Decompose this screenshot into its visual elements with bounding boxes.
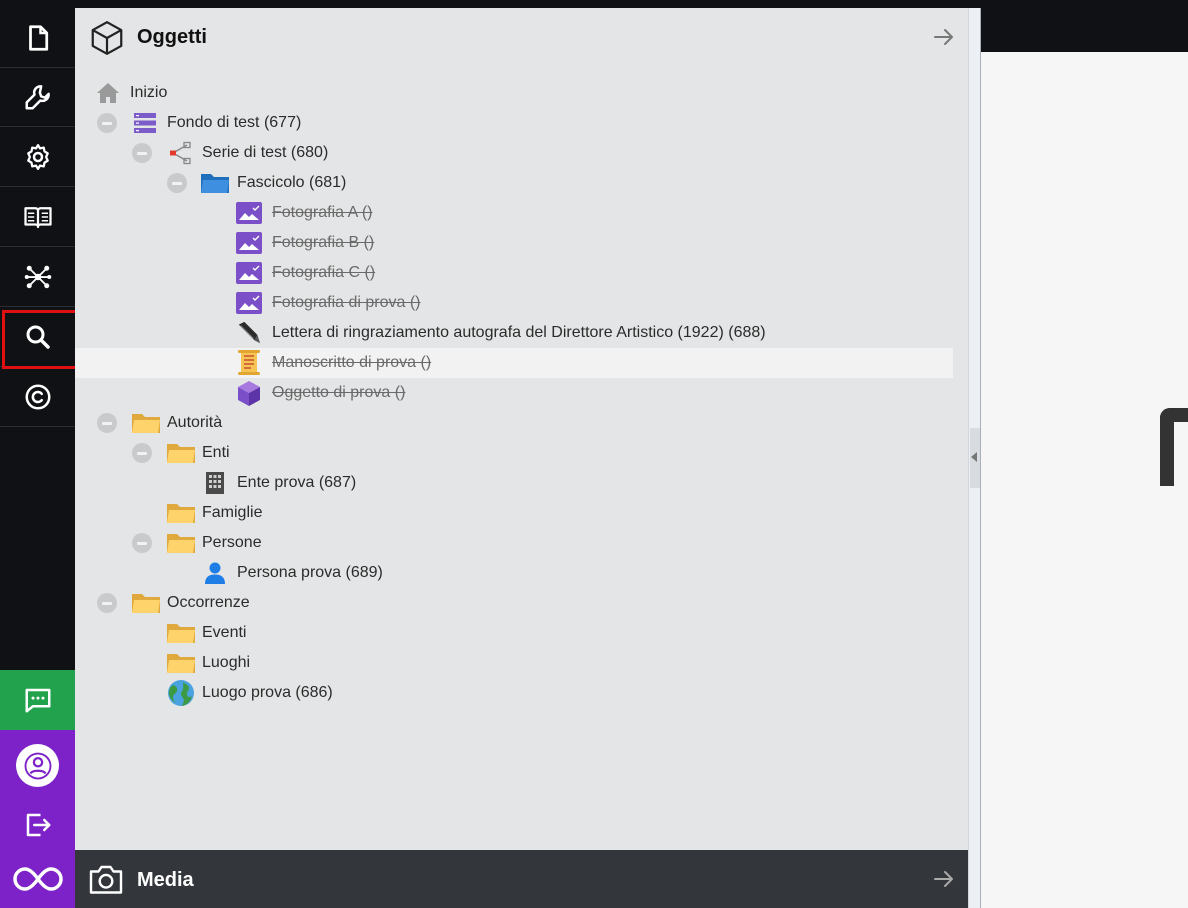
sidebar-item-tools[interactable] [0,67,75,127]
tree-item-fascicolo[interactable]: Fascicolo (681) [75,168,953,198]
person-icon [202,560,228,586]
collapse-toggle[interactable] [167,173,187,193]
folder-icon [166,530,196,556]
sidebar-item-document[interactable] [0,8,75,68]
fonds-icon [132,110,158,136]
book-icon [23,206,52,228]
arrow-right-icon[interactable] [932,25,956,49]
sidebar-item-copyright[interactable] [0,367,75,427]
objects-panel: Oggetti Inizio Fondo di test (677) Serie… [75,8,968,850]
objects-panel-header[interactable]: Oggetti [75,8,968,66]
camera-icon [89,865,123,894]
chat-icon [25,688,50,713]
partial-logo-glyph [1160,408,1188,486]
tree-item-foto-prova[interactable]: Fotografia di prova () [75,288,953,318]
image-icon [236,260,262,286]
folder-icon [166,500,196,526]
box-icon [236,380,262,406]
tree-item-famiglie[interactable]: Famiglie [75,498,953,528]
tree-item-eventi[interactable]: Eventi [75,618,953,648]
logout-button[interactable] [0,800,75,850]
collapse-toggle[interactable] [97,113,117,133]
tree-item-occorrenze[interactable]: Occorrenze [75,588,953,618]
scroll-icon [236,350,262,376]
folder-icon [166,620,196,646]
wrench-icon [25,84,50,109]
pen-icon [236,320,262,346]
tree-item-manoscritto[interactable]: Manoscritto di prova () [75,348,953,378]
blue-folder-icon [200,170,230,196]
globe-icon [166,680,196,706]
tree-item-foto-c[interactable]: Fotografia C () [75,258,953,288]
tree-item-lettera[interactable]: Lettera di ringraziamento autografa del … [75,318,953,348]
collapse-toggle[interactable] [97,593,117,613]
series-icon [167,140,193,166]
app-logo[interactable] [0,850,75,908]
avatar[interactable] [16,744,59,787]
document-icon [28,24,48,51]
cube-icon [91,21,123,55]
image-icon [236,230,262,256]
tree-item-home[interactable]: Inizio [75,78,953,108]
sidebar-item-book[interactable] [0,187,75,247]
search-icon [26,325,50,349]
tree-item-autorita[interactable]: Autorità [75,408,953,438]
tree-item-foto-b[interactable]: Fotografia B () [75,228,953,258]
collapse-handle[interactable] [970,428,980,488]
collapse-toggle[interactable] [132,443,152,463]
home-icon [95,80,121,106]
copyright-icon [25,384,50,409]
collapse-toggle[interactable] [97,413,117,433]
media-panel-header[interactable]: Media [75,850,968,908]
tree-item-persona-prova[interactable]: Persona prova (689) [75,558,953,588]
user-section [0,730,75,908]
sidebar-item-settings[interactable] [0,127,75,187]
building-icon [202,470,228,496]
image-icon [236,200,262,226]
tree-item-fondo[interactable]: Fondo di test (677) [75,108,953,138]
top-bar [981,0,1188,52]
folder-icon [131,410,161,436]
folder-icon [166,440,196,466]
infinity-logo-icon [12,867,63,891]
arrow-right-icon[interactable] [932,867,956,891]
main-content [981,52,1188,908]
tree-item-ente-prova[interactable]: Ente prova (687) [75,468,953,498]
sidebar [0,0,79,908]
tree-item-luogo-prova[interactable]: Luogo prova (686) [75,678,953,708]
network-icon [24,265,51,288]
media-title: Media [137,869,194,891]
tree-item-luoghi[interactable]: Luoghi [75,648,953,678]
tree-item-foto-a[interactable]: Fotografia A () [75,198,953,228]
gear-icon [26,143,49,170]
tree-item-persone[interactable]: Persone [75,528,953,558]
sidebar-item-network[interactable] [0,247,75,307]
panel-title: Oggetti [137,26,207,48]
folder-icon [131,590,161,616]
sidebar-item-search[interactable] [0,307,79,369]
folder-icon [166,650,196,676]
logout-icon [26,813,50,837]
chat-button[interactable] [0,670,75,730]
tree-item-oggetto[interactable]: Oggetto di prova () [75,378,953,408]
collapse-toggle[interactable] [132,533,152,553]
user-icon [24,752,51,779]
tree-item-serie[interactable]: Serie di test (680) [75,138,953,168]
collapse-toggle[interactable] [132,143,152,163]
image-icon [236,290,262,316]
tree-item-enti[interactable]: Enti [75,438,953,468]
